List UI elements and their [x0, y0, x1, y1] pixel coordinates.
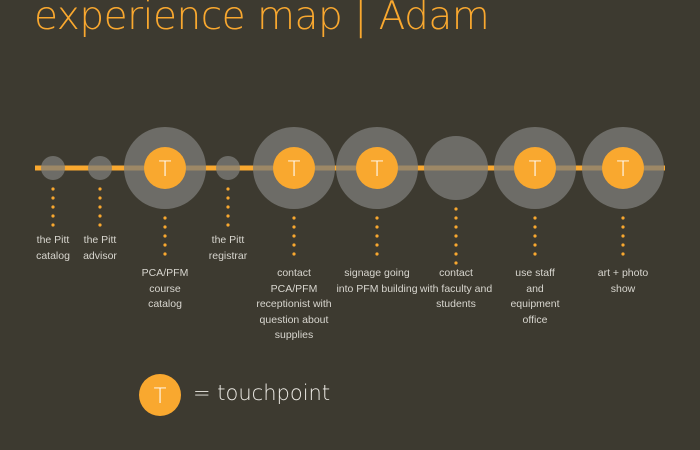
journey-step — [88, 156, 112, 227]
connector-dot — [98, 223, 102, 227]
touchpoint-circle — [273, 147, 315, 189]
connector-dot — [292, 216, 296, 220]
connector-dot — [621, 225, 625, 229]
touchpoint-circle — [144, 147, 186, 189]
connector-dot — [226, 214, 230, 218]
connector-dot — [454, 234, 458, 238]
step-circle — [424, 136, 488, 200]
connector-dot — [226, 205, 230, 209]
step-label: the Pitt advisor — [83, 234, 117, 262]
connector-dot — [533, 216, 537, 220]
step-label: PCA/PFM course catalog — [141, 267, 189, 310]
journey-step: T — [124, 127, 206, 256]
connector-dot — [375, 225, 379, 229]
page-title: experience map | Adam — [34, 0, 490, 39]
connector-dot — [226, 187, 230, 191]
step-circle — [41, 156, 65, 180]
touchpoint-circle — [514, 147, 556, 189]
connector-dot — [533, 252, 537, 256]
connector-dot — [454, 225, 458, 229]
legend-label: = touchpoint — [193, 381, 331, 405]
journey-step: T — [582, 127, 664, 256]
legend-touchpoint-symbol: T — [154, 384, 167, 408]
step-label: the Pitt registrar — [208, 234, 248, 262]
connector-dot — [454, 216, 458, 220]
step-label: signage going into PFM building — [336, 267, 418, 295]
touchpoint-circle — [602, 147, 644, 189]
journey-step: T — [253, 127, 335, 256]
connector-dot — [533, 234, 537, 238]
connector-dot — [375, 234, 379, 238]
touchpoint-symbol: T — [371, 157, 384, 181]
touchpoint-symbol: T — [617, 157, 630, 181]
connector-dot — [454, 207, 458, 211]
step-circle — [88, 156, 112, 180]
connector-dot — [621, 216, 625, 220]
connector-dot — [533, 225, 537, 229]
touchpoint-circle — [356, 147, 398, 189]
touchpoint-symbol: T — [288, 157, 301, 181]
connector-dot — [292, 243, 296, 247]
journey-step: T — [494, 127, 576, 256]
connector-dot — [375, 252, 379, 256]
journey-step: T — [336, 127, 418, 256]
connector-dot — [621, 243, 625, 247]
connector-dot — [98, 214, 102, 218]
connector-dot — [51, 196, 55, 200]
step-circle — [216, 156, 240, 180]
connector-dot — [51, 205, 55, 209]
connector-dot — [454, 261, 458, 265]
connector-dot — [621, 252, 625, 256]
connector-dot — [98, 187, 102, 191]
journey-step — [424, 136, 488, 265]
connector-dot — [621, 234, 625, 238]
connector-dot — [51, 214, 55, 218]
connector-dot — [226, 196, 230, 200]
legend-touchpoint-circle — [139, 374, 181, 416]
connector-dot — [163, 252, 167, 256]
connector-dot — [98, 196, 102, 200]
journey-step — [216, 156, 240, 227]
step-label: contact with faculty and students — [419, 267, 493, 310]
connector-dot — [98, 205, 102, 209]
connector-dot — [163, 225, 167, 229]
connector-dot — [454, 243, 458, 247]
connector-dot — [454, 252, 458, 256]
connector-dot — [226, 223, 230, 227]
touchpoint-symbol: T — [529, 157, 542, 181]
connector-dot — [375, 243, 379, 247]
step-label: the Pitt catalog — [36, 234, 70, 262]
connector-dot — [163, 243, 167, 247]
connector-dot — [375, 216, 379, 220]
connector-dot — [163, 216, 167, 220]
journey-step — [41, 156, 65, 227]
connector-dot — [51, 187, 55, 191]
step-label: use staff and equipment office — [510, 267, 560, 326]
step-label: contact PCA/PFM receptionist with questi… — [256, 267, 332, 341]
connector-dot — [292, 234, 296, 238]
touchpoint-symbol: T — [159, 157, 172, 181]
connector-dot — [163, 234, 167, 238]
connector-dot — [292, 252, 296, 256]
connector-dot — [51, 223, 55, 227]
connector-dot — [292, 225, 296, 229]
step-label: art + photo show — [597, 267, 649, 295]
connector-dot — [533, 243, 537, 247]
